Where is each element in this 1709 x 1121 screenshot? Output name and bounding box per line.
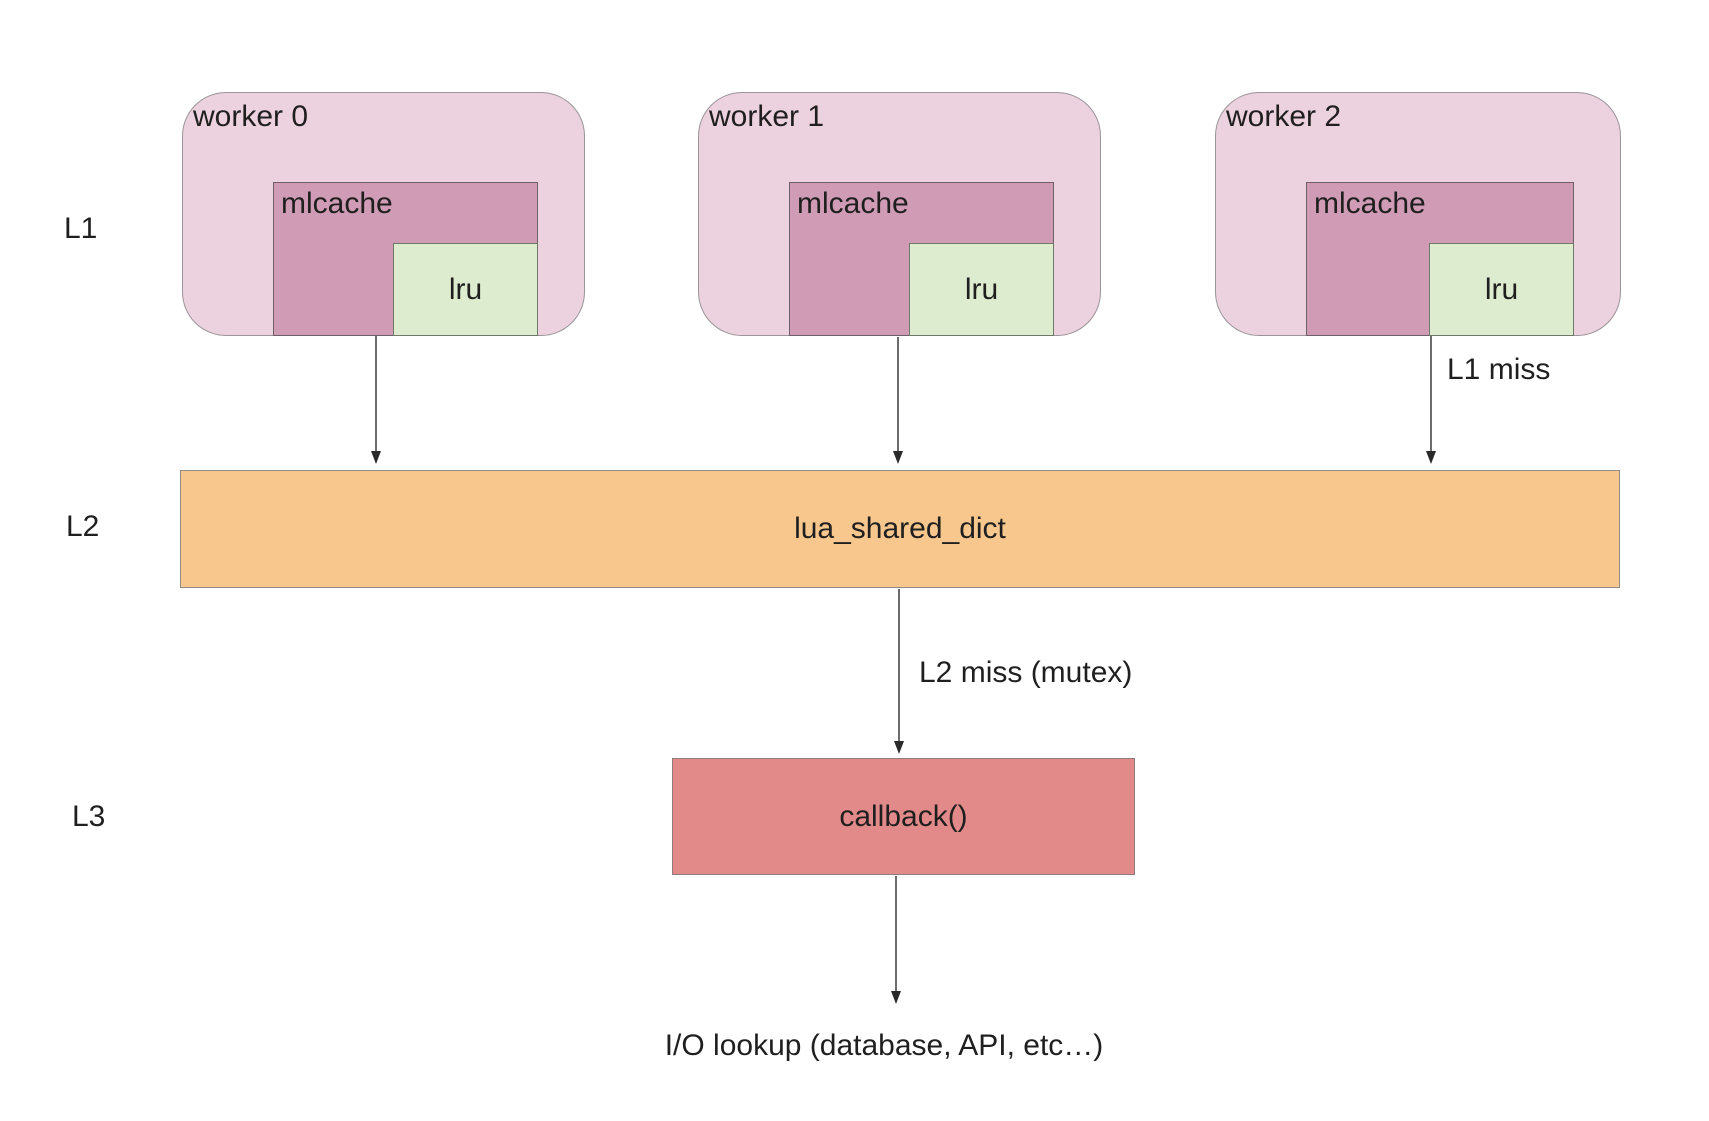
lua-shared-dict-label: lua_shared_dict xyxy=(794,512,1006,545)
arrow-callback-to-io xyxy=(891,876,901,1004)
arrow-l2-to-callback xyxy=(894,589,904,754)
level-label-l3: L3 xyxy=(72,800,106,833)
worker2-mlcache-label: mlcache xyxy=(1314,187,1426,220)
worker1-title: worker 1 xyxy=(709,100,825,133)
callback-label: callback() xyxy=(839,799,968,833)
worker2-box: worker 2 mlcache lru xyxy=(1215,92,1621,336)
worker1-lru-box: lru xyxy=(909,243,1054,336)
callback-box: callback() xyxy=(672,758,1135,875)
worker2-lru-box: lru xyxy=(1429,243,1574,336)
lua-shared-dict-bar: lua_shared_dict xyxy=(180,470,1620,588)
level-label-l2: L2 xyxy=(66,510,100,543)
arrow-worker0-to-l2 xyxy=(371,336,381,464)
worker1-mlcache-label: mlcache xyxy=(797,187,909,220)
l1-miss-label: L1 miss xyxy=(1447,353,1551,386)
worker1-box: worker 1 mlcache lru xyxy=(698,92,1101,336)
worker2-title: worker 2 xyxy=(1226,100,1342,133)
worker0-box: worker 0 mlcache lru xyxy=(182,92,585,336)
l2-miss-label: L2 miss (mutex) xyxy=(919,656,1133,689)
worker0-title: worker 0 xyxy=(193,100,309,133)
level-label-l1: L1 xyxy=(64,212,98,245)
io-lookup-label: I/O lookup (database, API, etc…) xyxy=(664,1029,1104,1062)
worker0-lru-box: lru xyxy=(393,243,538,336)
arrow-worker1-to-l2 xyxy=(893,337,903,464)
arrow-worker2-to-l2 xyxy=(1426,336,1436,464)
worker0-mlcache-label: mlcache xyxy=(281,187,393,220)
